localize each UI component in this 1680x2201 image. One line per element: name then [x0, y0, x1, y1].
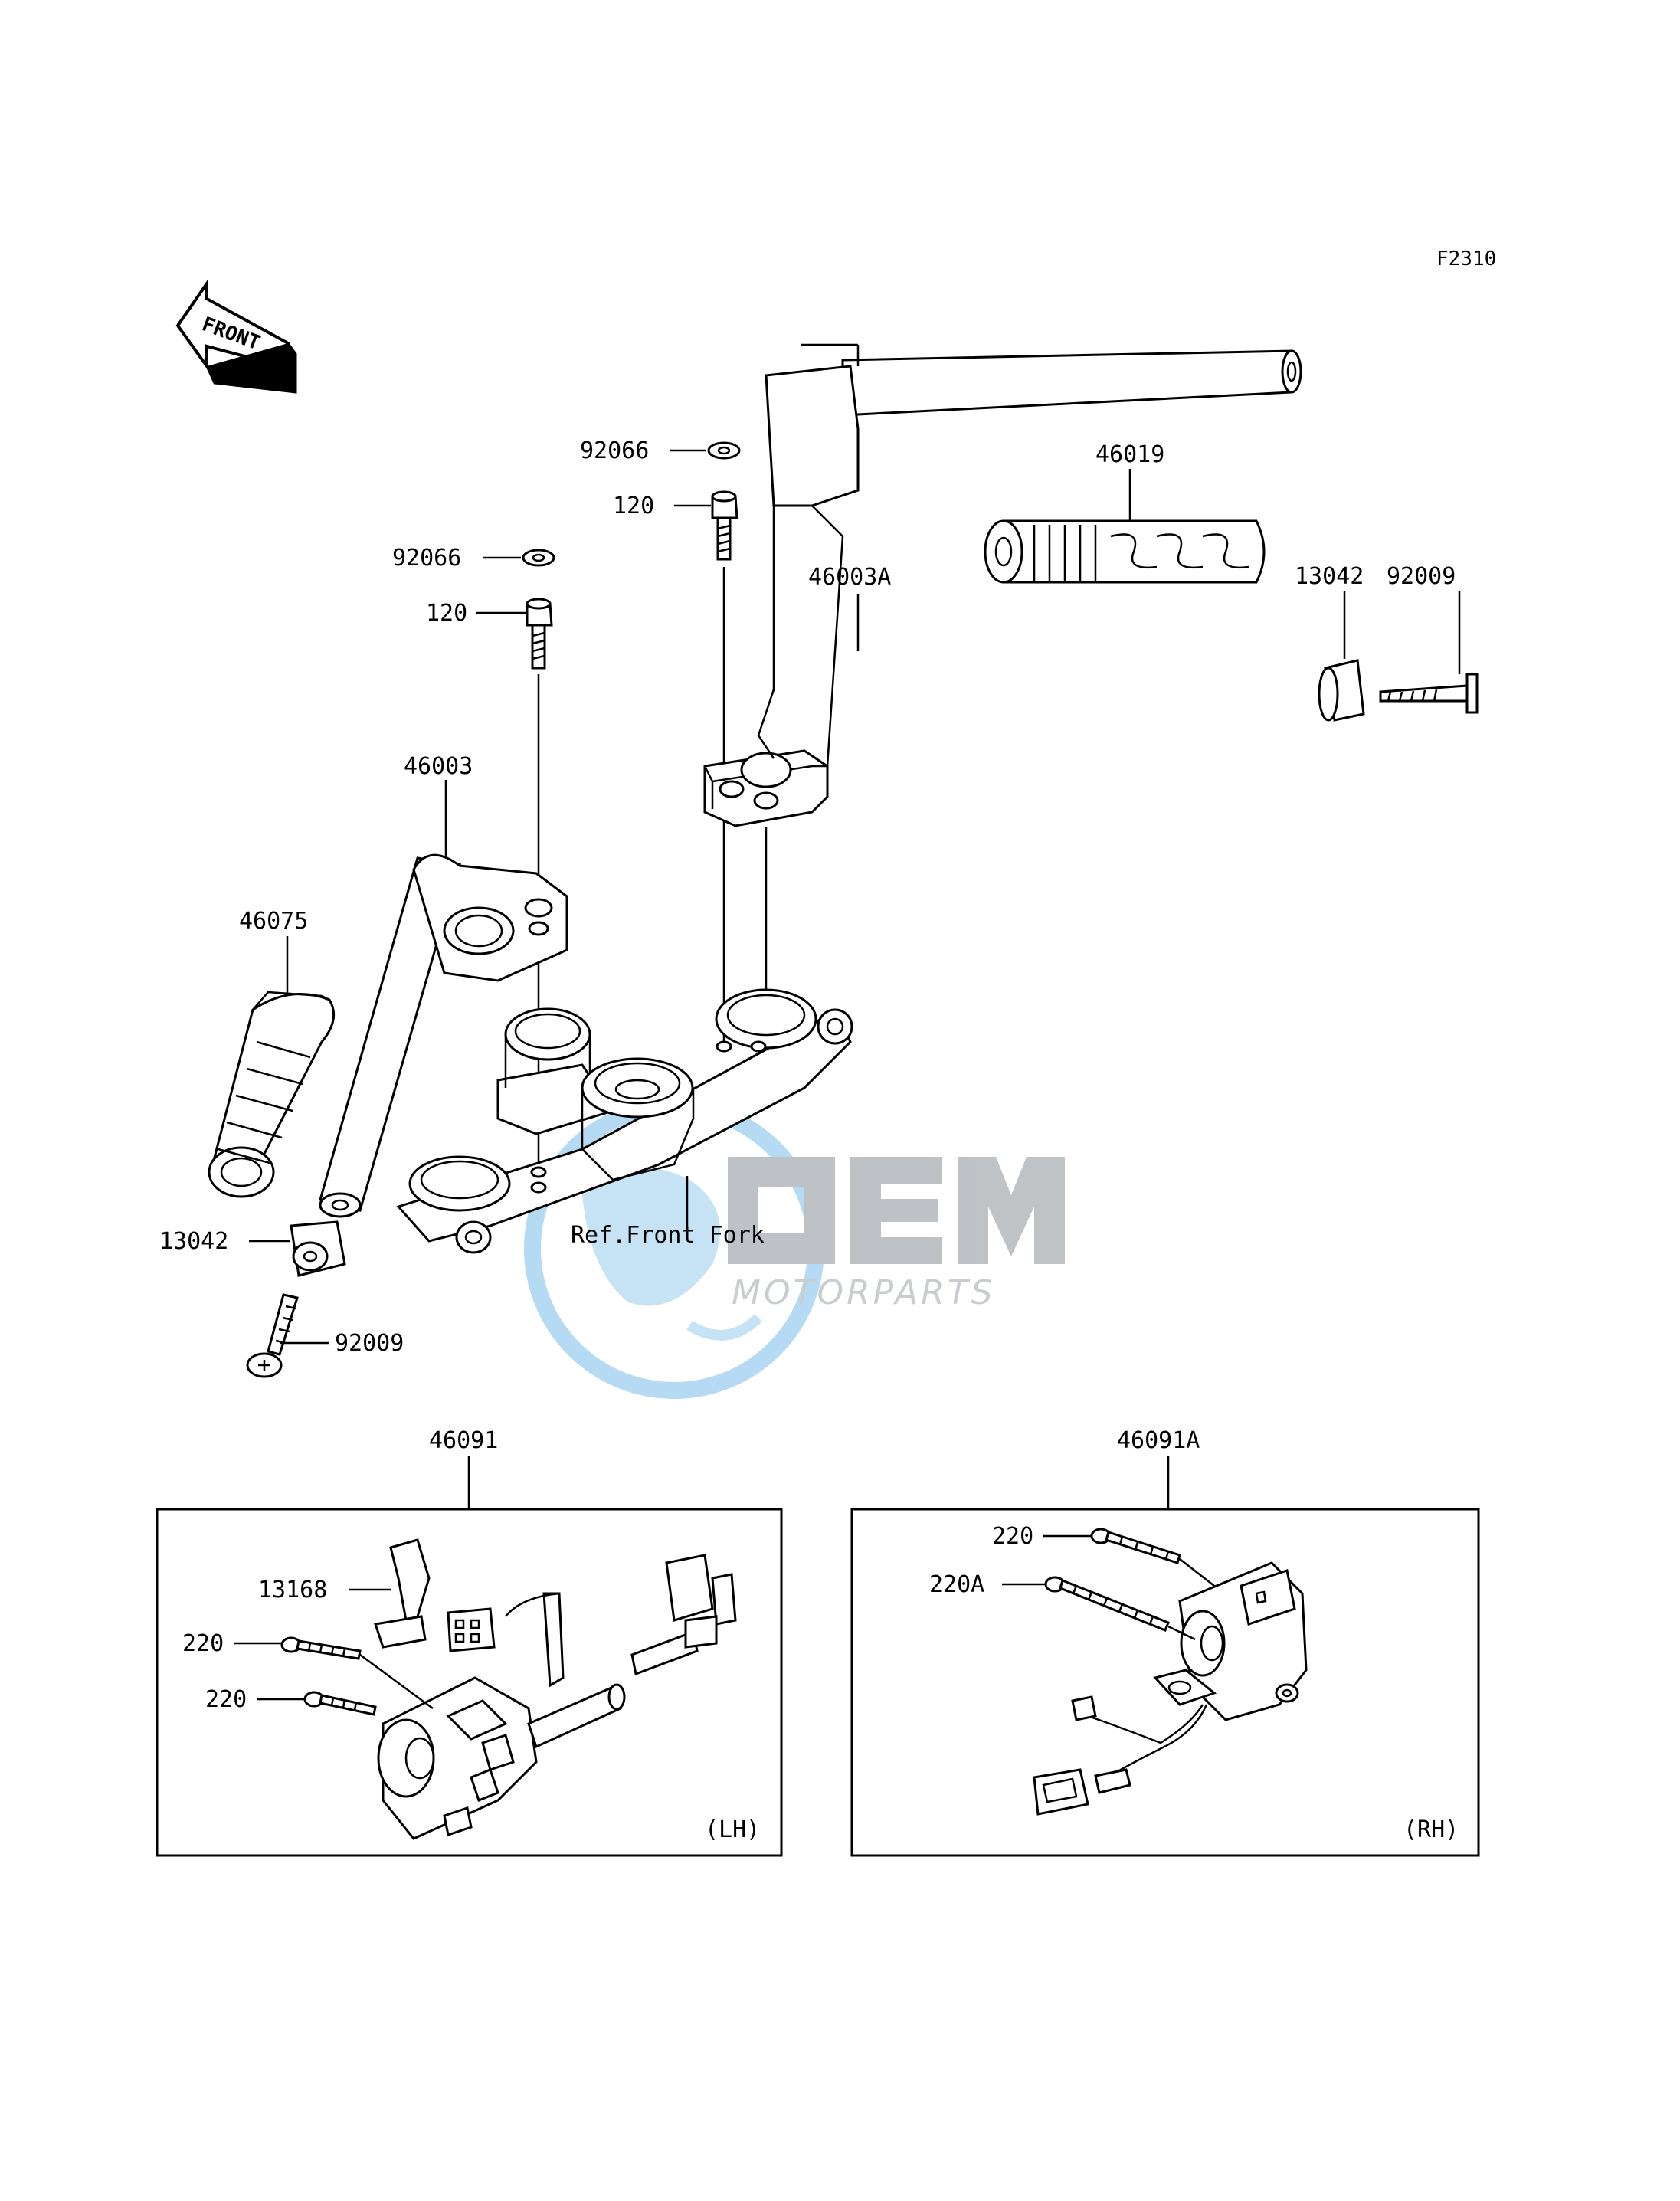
- screw-220-lh-a: [280, 1636, 362, 1660]
- screw-92009-left: [246, 1293, 299, 1378]
- screw-92009-right: [1379, 673, 1479, 714]
- callout-92066-top: 92066: [580, 437, 649, 464]
- screw-220-rh: [1090, 1528, 1181, 1564]
- bolt-120-left: [526, 598, 553, 670]
- callout-46003: 46003: [404, 753, 473, 780]
- switch-housing-lh: [377, 1676, 626, 1840]
- callout-46019: 46019: [1095, 441, 1164, 468]
- callout-92009-right: 92009: [1387, 563, 1456, 590]
- callout-220-lh-a: 220: [182, 1630, 224, 1657]
- callout-13042-right: 13042: [1295, 563, 1364, 590]
- triple-clamp-upper: [396, 988, 853, 1254]
- figure-code: F2310: [1436, 247, 1496, 270]
- bolt-120-right: [711, 490, 738, 561]
- panel-lh-side-label: (LH): [705, 1816, 760, 1843]
- handlebar-46003A: [703, 349, 1302, 827]
- callout-220-rh: 220: [992, 1523, 1033, 1550]
- washer-92066-left: [522, 549, 555, 567]
- panel-rh-frame: [850, 1508, 1480, 1857]
- watermark-subtitle: MOTORPARTS: [732, 1273, 996, 1312]
- callout-92066-left: 92066: [392, 545, 461, 572]
- grip-46075: [208, 991, 336, 1198]
- throttle-grip-46019: [984, 519, 1266, 584]
- panel-lh-frame: [156, 1508, 783, 1857]
- oem-watermark: MOTORPARTS: [524, 1099, 1065, 1399]
- washer-92066-right: [707, 441, 741, 460]
- reference-front-fork: Ref.Front Fork: [571, 1222, 765, 1249]
- callout-220A-rh: 220A: [929, 1571, 984, 1598]
- switch-housing-rh: [1153, 1561, 1308, 1721]
- callout-220-lh-b: 220: [205, 1686, 247, 1713]
- screw-220A-rh: [1044, 1576, 1170, 1632]
- panel-lh-title: 46091: [429, 1427, 498, 1454]
- bar-end-weight-13042-right: [1318, 659, 1365, 722]
- callout-120-left: 120: [426, 600, 467, 627]
- panel-rh-side-label: (RH): [1403, 1816, 1459, 1843]
- callout-13168: 13168: [258, 1577, 327, 1603]
- bar-end-weight-13042-left: [290, 1220, 346, 1277]
- front-direction-arrow: FRONT: [175, 278, 297, 394]
- bracket-13168: [374, 1538, 431, 1649]
- wire-harness-lh: [447, 1554, 737, 1688]
- watermark-brand-logo: [728, 1157, 1065, 1264]
- callout-46003A: 46003A: [808, 564, 891, 591]
- callout-120-top: 120: [613, 493, 654, 519]
- callout-13042-left: 13042: [159, 1228, 228, 1255]
- panel-rh-title: 46091A: [1117, 1427, 1200, 1454]
- callout-92009-left: 92009: [335, 1330, 404, 1357]
- handlebar-46003: [319, 853, 568, 1218]
- wire-harness-rh: [1033, 1695, 1208, 1816]
- callout-46075: 46075: [239, 908, 308, 935]
- screw-220-lh-b: [303, 1691, 377, 1716]
